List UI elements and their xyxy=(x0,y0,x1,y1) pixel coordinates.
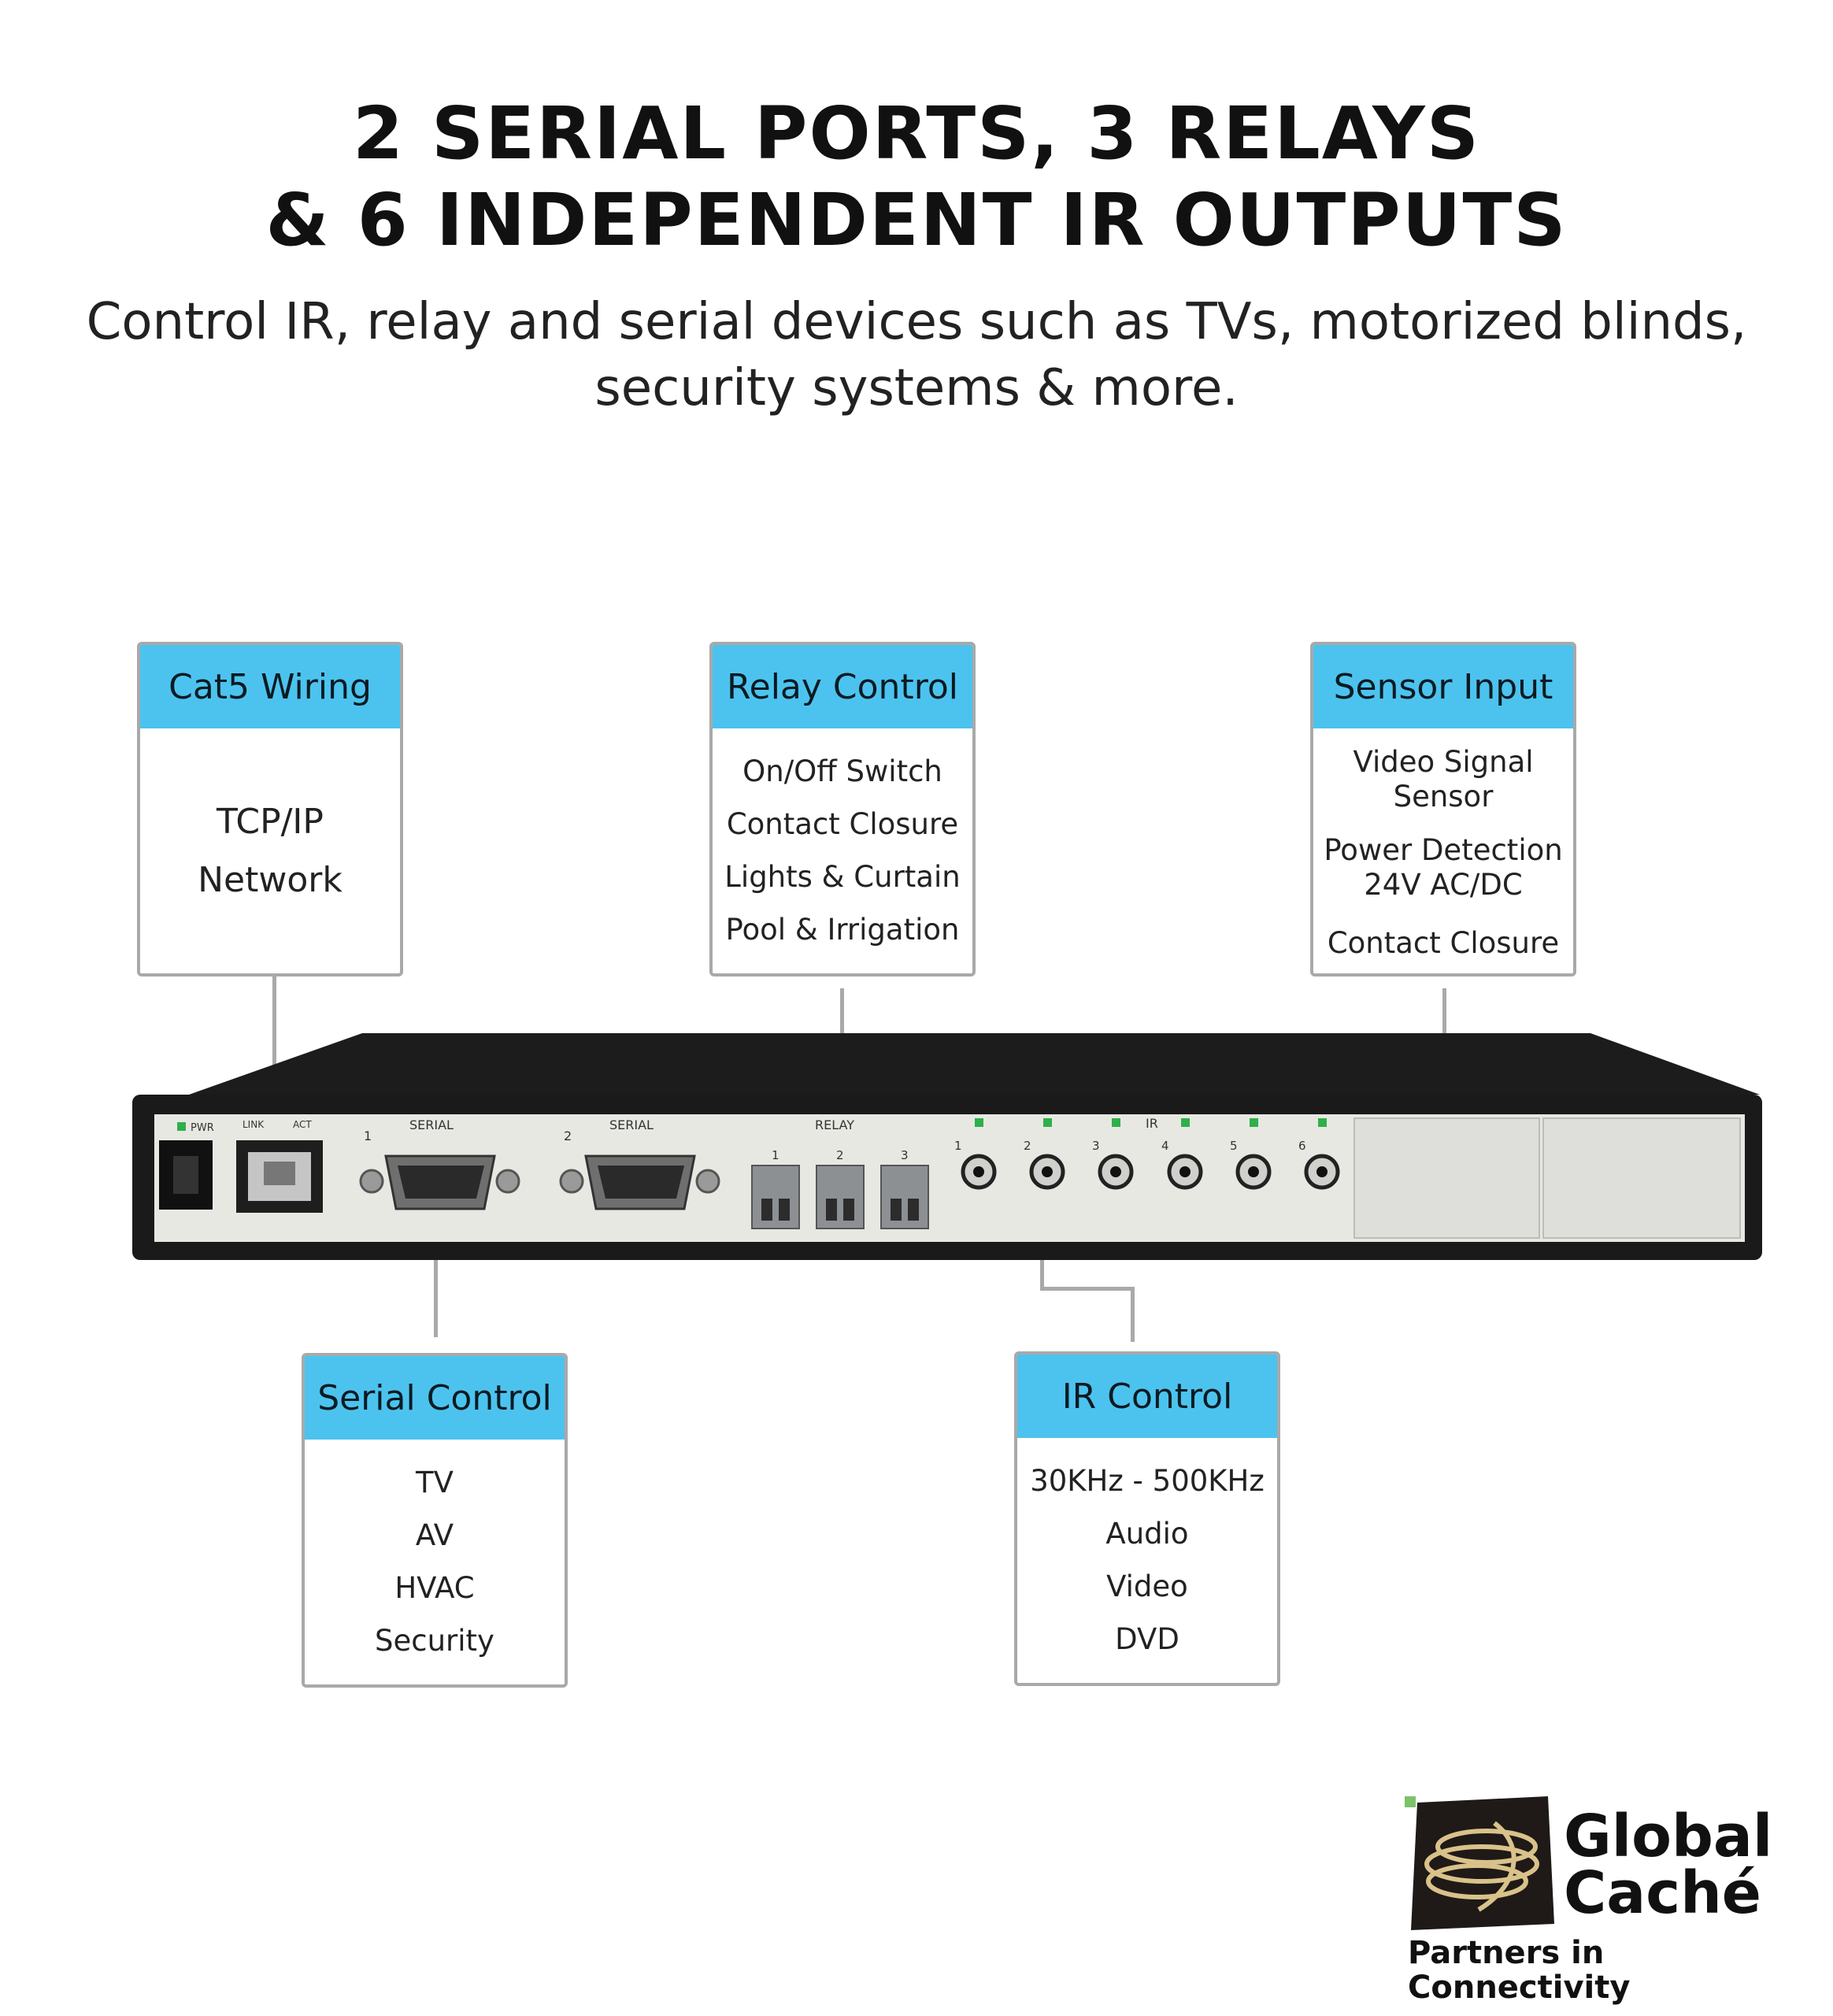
ir-item: Video xyxy=(1106,1569,1188,1603)
ir-led-icon xyxy=(975,1118,983,1127)
relay-item: Pool & Irrigation xyxy=(725,913,960,947)
sensor-item: Video Signal xyxy=(1353,744,1534,779)
logo-name-line-2: Caché xyxy=(1564,1859,1761,1927)
ir-led-icon xyxy=(1112,1118,1120,1127)
sensor-item: Contact Closure xyxy=(1327,925,1560,960)
ir-led-icon xyxy=(1250,1118,1258,1127)
sensor-input-body: Video Signal Sensor Power Detection 24V … xyxy=(1313,728,1573,973)
cat5-wiring-card: Cat5 Wiring TCP/IP Network xyxy=(137,642,403,976)
pwr-label: PWR xyxy=(191,1122,214,1134)
relay-number-1: 1 xyxy=(772,1148,779,1162)
relay-terminal-1 xyxy=(751,1165,800,1229)
relay-control-card: Relay Control On/Off Switch Contact Clos… xyxy=(709,642,976,976)
pwr-led-icon xyxy=(177,1122,186,1131)
headline-line-2: & 6 INDEPENDENT IR OUTPUTS xyxy=(265,178,1568,262)
ir-output-2: 2 xyxy=(1024,1118,1065,1190)
globe-emblem-icon xyxy=(1405,1796,1554,1930)
ir-led-icon xyxy=(1043,1118,1052,1127)
ir-connector-horizontal xyxy=(1040,1287,1135,1291)
logo-name-line-1: Global xyxy=(1564,1803,1773,1870)
serial-control-body: TV AV HVAC Security xyxy=(305,1440,565,1684)
blank-panel-right xyxy=(1542,1117,1741,1239)
ir-output-1: 1 xyxy=(954,1118,997,1190)
serial-item: TV xyxy=(416,1466,454,1499)
ir-output-6: 6 xyxy=(1298,1118,1340,1190)
ir-connector-vertical xyxy=(1040,1232,1044,1289)
svg-text:5: 5 xyxy=(1230,1139,1238,1153)
serial-control-card: Serial Control TV AV HVAC Security xyxy=(302,1353,568,1688)
act-label: ACT xyxy=(293,1119,312,1130)
relay-control-body: On/Off Switch Contact Closure Lights & C… xyxy=(713,728,972,973)
ir-led-icon xyxy=(1181,1118,1190,1127)
serial-2-label: SERIAL xyxy=(609,1117,654,1132)
device-top-cover xyxy=(189,1033,1760,1095)
ir-output-3: 3 xyxy=(1092,1118,1134,1190)
serial-1-number: 1 xyxy=(364,1128,372,1143)
relay-number-3: 3 xyxy=(901,1148,909,1162)
subtitle-line-1: Control IR, relay and serial devices suc… xyxy=(86,293,1747,351)
global-cache-logo: Global Caché Partners in Connectivity xyxy=(1400,1792,1802,2005)
sensor-item: Sensor xyxy=(1393,779,1494,813)
sensor-item: Power Detection xyxy=(1324,832,1563,867)
serial-item: Security xyxy=(375,1624,494,1658)
sensor-item: 24V AC/DC xyxy=(1364,867,1523,902)
relay-item: Lights & Curtain xyxy=(724,860,961,894)
cat5-wiring-title: Cat5 Wiring xyxy=(140,645,400,728)
serial-connector xyxy=(434,1189,438,1337)
relay-number-2: 2 xyxy=(836,1148,844,1162)
relay-item: Contact Closure xyxy=(726,807,959,841)
serial-control-title: Serial Control xyxy=(305,1356,565,1440)
svg-text:1: 1 xyxy=(954,1139,962,1153)
svg-text:4: 4 xyxy=(1161,1139,1169,1153)
ir-item: Audio xyxy=(1105,1517,1189,1551)
sensor-input-title: Sensor Input xyxy=(1313,645,1573,728)
svg-text:2: 2 xyxy=(1024,1139,1031,1153)
ir-label: IR xyxy=(1146,1116,1158,1131)
ir-item: DVD xyxy=(1115,1622,1179,1656)
svg-text:6: 6 xyxy=(1298,1139,1306,1153)
ir-item: 30KHz - 500KHz xyxy=(1030,1464,1265,1498)
relay-label: RELAY xyxy=(815,1117,854,1132)
sensor-input-card: Sensor Input Video Signal Sensor Power D… xyxy=(1310,642,1576,976)
relay-item: On/Off Switch xyxy=(742,754,942,788)
subtitle-line-2: security systems & more. xyxy=(594,359,1239,417)
device-front-panel: PWR LINK ACT 1 SERIAL 2 SERIAL RELAY 1 2… xyxy=(132,1033,1762,1260)
ir-control-card: IR Control 30KHz - 500KHz Audio Video DV… xyxy=(1014,1351,1280,1686)
relay-terminal-3 xyxy=(880,1165,929,1229)
sensor-connector-vertical xyxy=(1442,988,1446,1050)
blank-panel-left xyxy=(1353,1117,1540,1239)
relay-control-title: Relay Control xyxy=(713,645,972,728)
serial-item: HVAC xyxy=(394,1571,475,1605)
cat5-item: TCP/IP xyxy=(217,801,324,842)
serial-2-number: 2 xyxy=(564,1128,572,1143)
serial-port-1 xyxy=(359,1154,520,1210)
logo-tagline: Partners in Connectivity xyxy=(1408,1935,1631,2006)
cat5-connector xyxy=(272,976,276,1110)
svg-text:3: 3 xyxy=(1092,1139,1100,1153)
cat5-wiring-body: TCP/IP Network xyxy=(140,728,400,973)
serial-port-2 xyxy=(559,1154,720,1210)
cat5-item: Network xyxy=(198,859,343,900)
ir-control-title: IR Control xyxy=(1017,1354,1277,1438)
ir-output-5: 5 xyxy=(1230,1118,1272,1190)
headline-line-1: 2 SERIAL PORTS, 3 RELAYS xyxy=(352,91,1481,176)
serial-1-label: SERIAL xyxy=(409,1117,454,1132)
ir-control-body: 30KHz - 500KHz Audio Video DVD xyxy=(1017,1438,1277,1683)
serial-item: AV xyxy=(415,1518,454,1552)
ir-led-icon xyxy=(1318,1118,1327,1127)
ir-connector-drop xyxy=(1131,1287,1135,1342)
relay-terminal-2 xyxy=(816,1165,865,1229)
ir-output-4: 4 xyxy=(1161,1118,1203,1190)
link-label: LINK xyxy=(243,1119,265,1130)
